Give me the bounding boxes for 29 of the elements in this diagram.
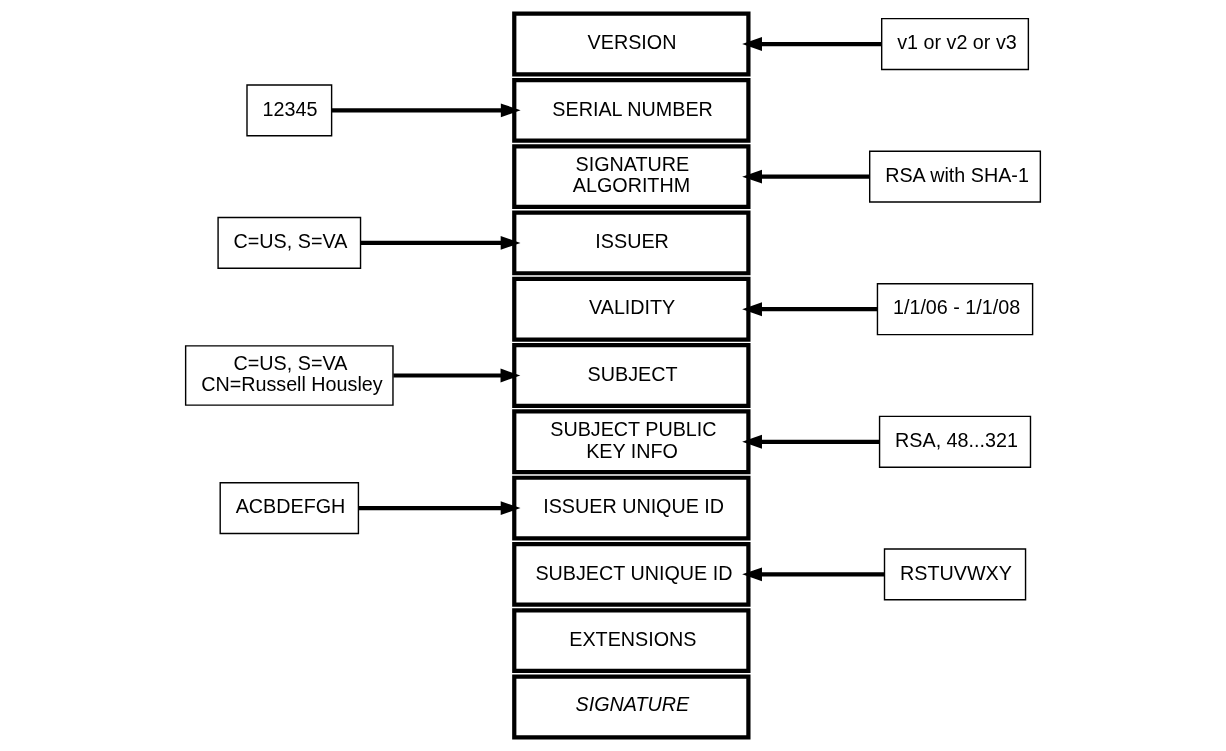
node-box: 1/1/06 - 1/1/08 bbox=[876, 283, 1034, 336]
node-box: SIGNATURE bbox=[512, 674, 751, 740]
node-box: v1 or v2 or v3 bbox=[881, 17, 1030, 71]
node-box: EXTENSIONS bbox=[512, 608, 751, 674]
node-box: ISSUER bbox=[512, 210, 751, 276]
node-box: VALIDITY bbox=[512, 276, 751, 342]
node-box: RSA, 48...321 bbox=[878, 415, 1032, 468]
node-box: SERIAL NUMBER bbox=[512, 77, 751, 143]
node-box: SIGNATURE ALGORITHM bbox=[512, 144, 751, 210]
node-box: RSA with SHA-1 bbox=[869, 150, 1042, 203]
arrow bbox=[742, 567, 885, 582]
arrow bbox=[742, 169, 870, 184]
arrow bbox=[331, 103, 521, 118]
node-box: ACBDEFGH bbox=[219, 482, 360, 535]
node-box: SUBJECT bbox=[512, 343, 751, 408]
node-box: C=US, S=VA CN=Russell Housley bbox=[184, 345, 394, 406]
arrow bbox=[742, 434, 880, 449]
arrow bbox=[360, 236, 521, 250]
arrow bbox=[358, 501, 521, 515]
node-box: ISSUER UNIQUE ID bbox=[512, 475, 751, 541]
arrow bbox=[742, 302, 877, 317]
node-box: RSTUVWXY bbox=[883, 548, 1027, 601]
node-box: C=US, S=VA bbox=[217, 216, 362, 269]
arrow bbox=[393, 368, 521, 383]
node-box: SUBJECT UNIQUE ID bbox=[512, 541, 751, 607]
node-box: SUBJECT PUBLIC KEY INFO bbox=[512, 409, 751, 475]
node-box: 12345 bbox=[246, 84, 333, 137]
arrow bbox=[742, 37, 882, 51]
node-box: VERSION bbox=[512, 11, 751, 77]
